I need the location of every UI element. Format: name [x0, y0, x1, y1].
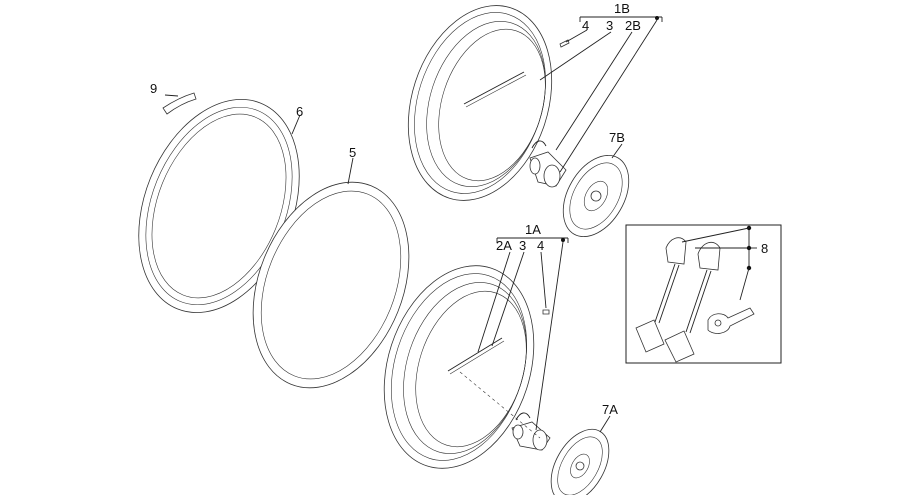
label-inner-tube: 5: [349, 145, 356, 160]
quick-release-inset: [625, 224, 782, 364]
quick-release-skewer-2: [664, 241, 721, 363]
inner-tube-part: [252, 157, 410, 389]
label-front-wheel-assembly: 1A: [525, 222, 541, 237]
front-wheel-part: [383, 265, 551, 469]
quick-release-lever: [707, 307, 755, 334]
label-rim-tape: 9: [150, 81, 157, 96]
label-rear-spoke: 3: [606, 18, 613, 33]
rear-wheel-part: [407, 5, 570, 201]
label-tyre: 6: [296, 104, 303, 119]
quick-release-skewer-1: [635, 237, 687, 353]
front-disc-part: [550, 415, 611, 495]
label-rear-valve: 4: [582, 18, 589, 33]
label-front-valve: 4: [537, 238, 544, 253]
label-rear-hub: 2B: [625, 18, 641, 33]
label-quick-release: 8: [761, 241, 768, 256]
rear-hub-part: [529, 140, 567, 188]
rear-wheel-leaders: [539, 16, 663, 173]
front-hub-part: [511, 412, 551, 451]
rear-disc-part: [562, 143, 630, 237]
label-front-hub: 2A: [496, 238, 512, 253]
front-wheel-leaders: [477, 237, 569, 431]
label-front-disc: 7A: [602, 402, 618, 417]
label-front-spoke: 3: [519, 238, 526, 253]
rim-tape-part: [162, 92, 197, 115]
label-rear-disc: 7B: [609, 130, 625, 145]
label-rear-wheel-assembly: 1B: [614, 1, 630, 16]
